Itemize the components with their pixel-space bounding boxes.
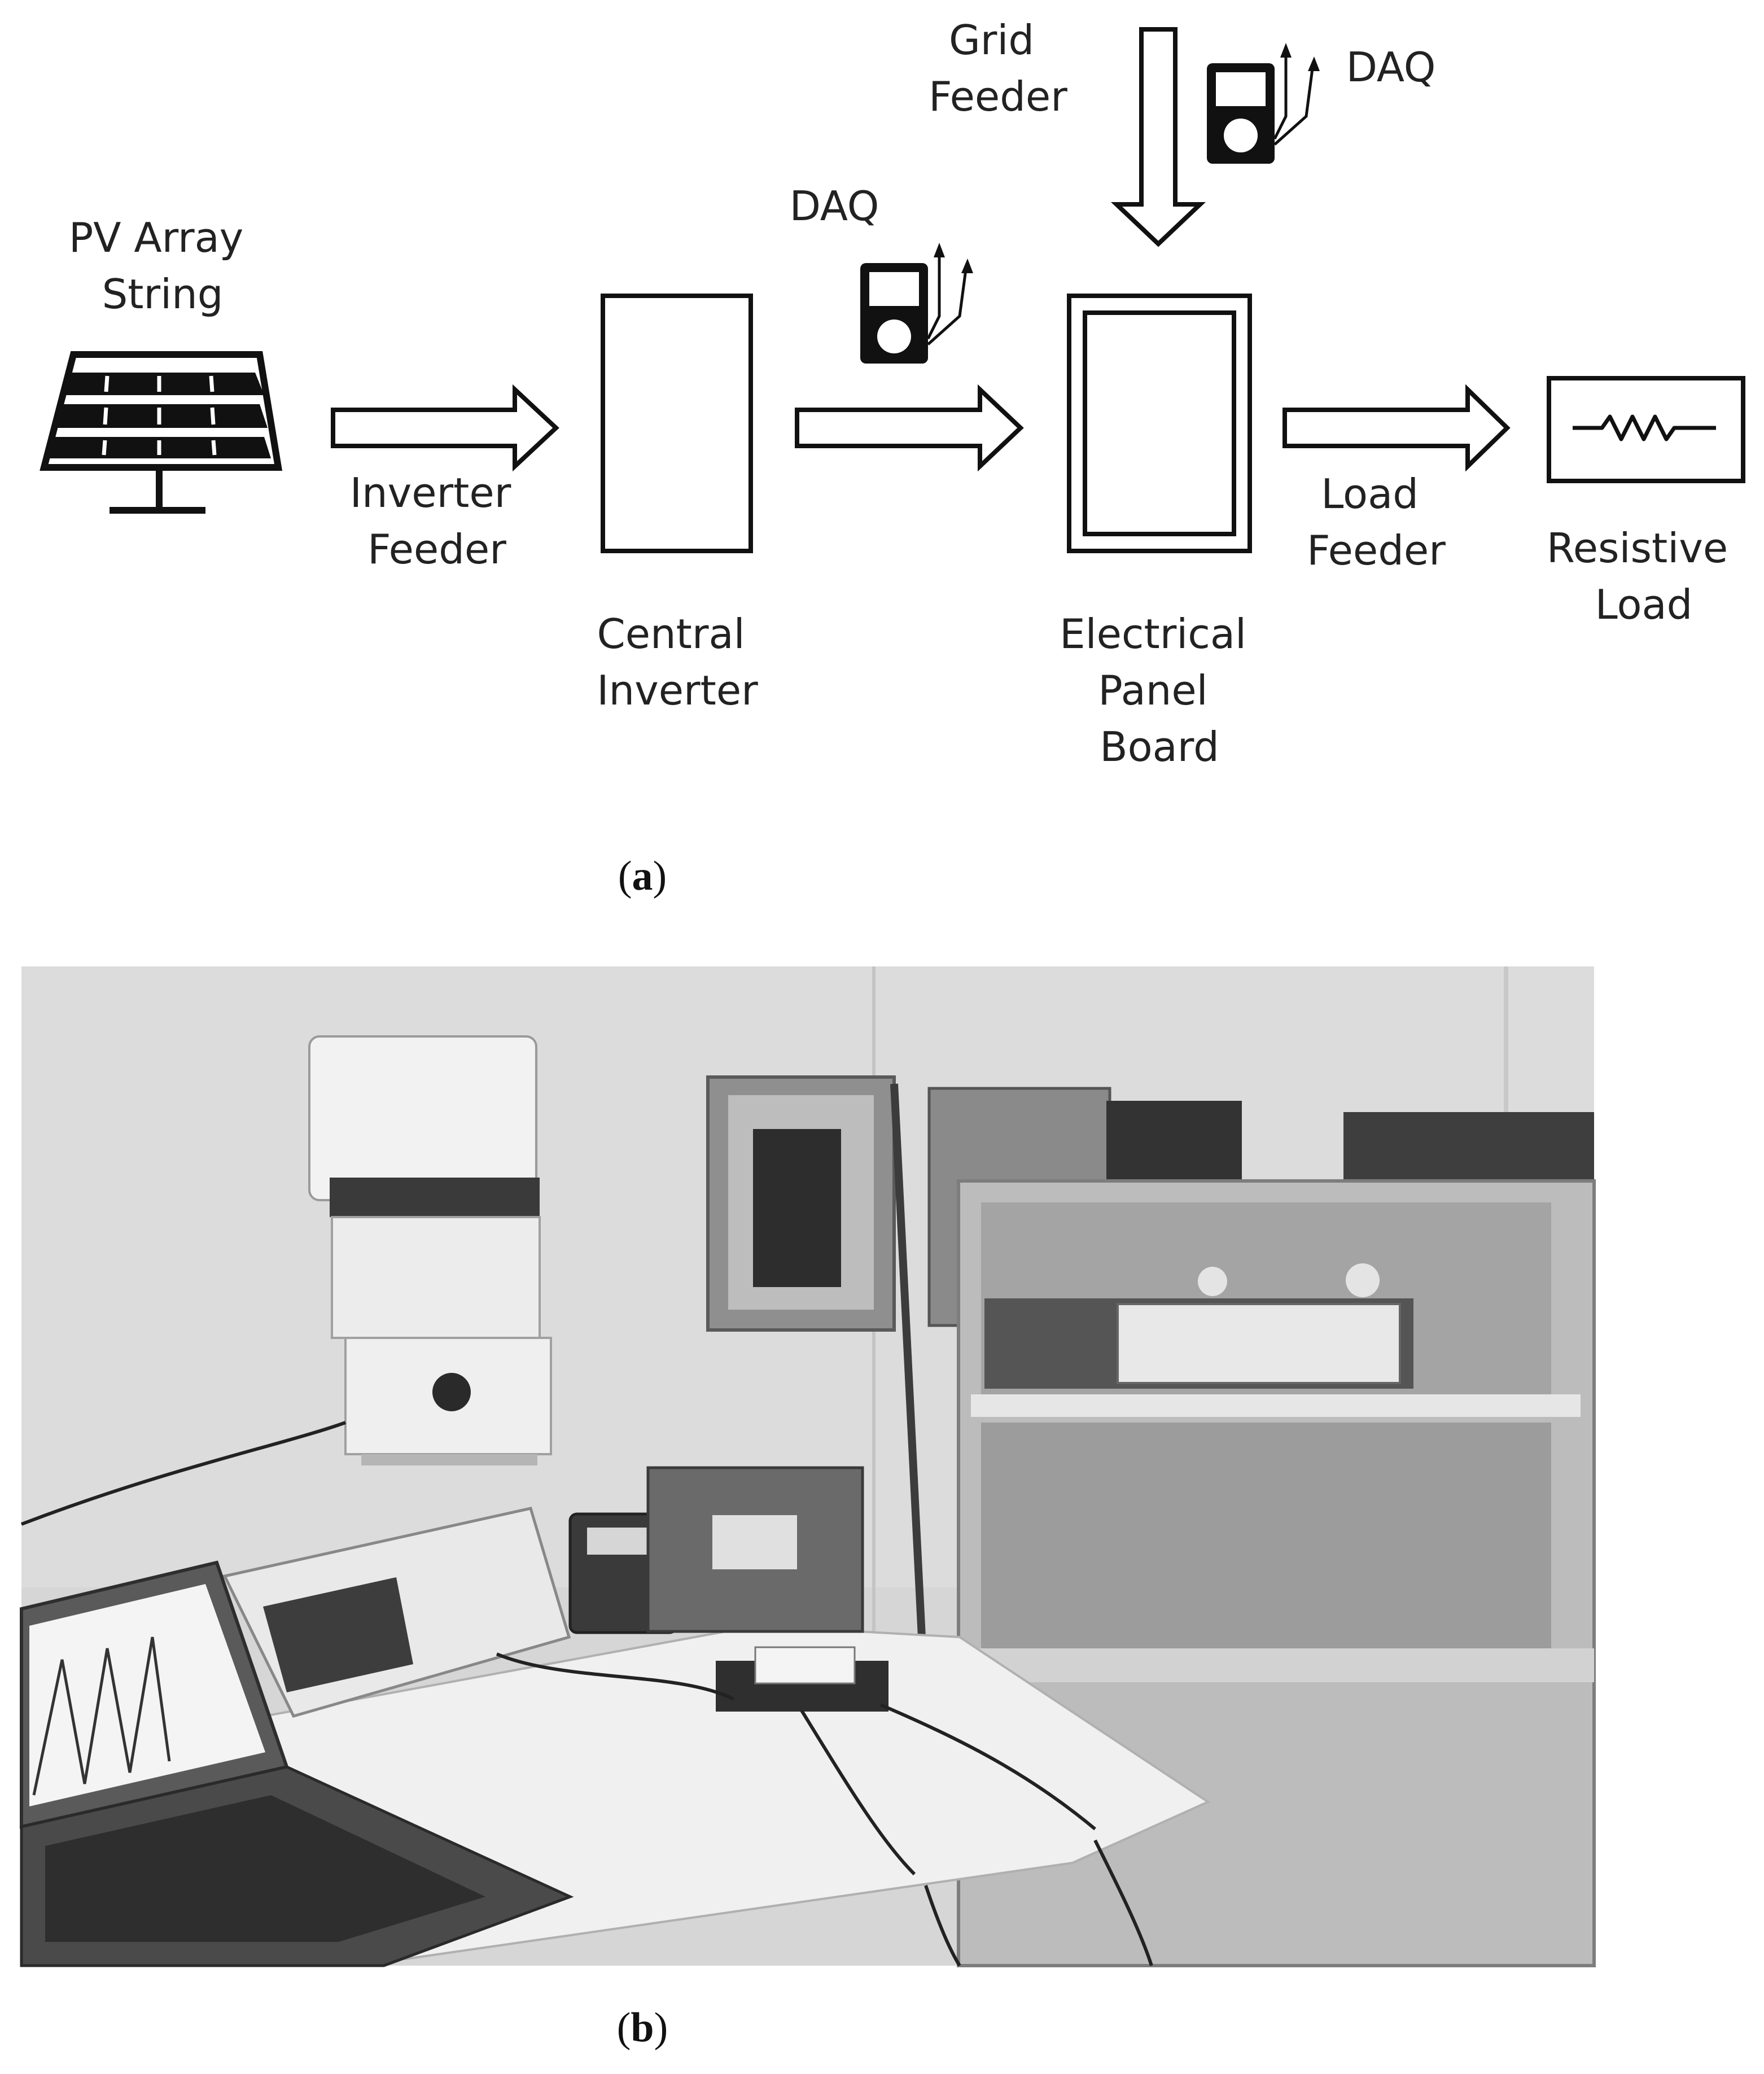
panel-board-inner <box>1083 310 1236 536</box>
inverter-feeder-arrow <box>331 384 559 472</box>
grid-feeder-label: Grid Feeder <box>929 16 1067 120</box>
central-inverter-box <box>601 294 753 553</box>
transformer <box>1106 1101 1242 1185</box>
solar-panel-icon <box>40 351 283 514</box>
cables <box>20 1421 1153 1967</box>
inverter-feeder-label: Inverter Feeder <box>350 469 524 573</box>
block-diagram: PV Array String Inverter Feeder Central … <box>40 16 1745 771</box>
pv-array-line1: PV Array <box>69 214 243 261</box>
resistor-icon <box>1547 376 1745 483</box>
wall-panel-box <box>706 1075 927 1672</box>
grid-feeder-arrow <box>1110 27 1206 247</box>
caption-a: (a) <box>618 853 667 899</box>
inverter-to-panel-arrow <box>795 384 1024 472</box>
power-supply <box>646 1466 864 1633</box>
panel-board-label: Electrical Panel Board <box>1060 610 1259 771</box>
resistive-load-label: Resistive Load <box>1547 524 1741 628</box>
lab-photo <box>20 966 1596 1967</box>
load-feeder-label: Load Feeder <box>1307 470 1446 574</box>
daq-meter-icon <box>1207 43 1320 164</box>
daq-right-label: DAQ <box>1346 43 1436 91</box>
caption-b: (b) <box>617 2005 668 2051</box>
daq-meter-icon <box>860 243 973 364</box>
oscilloscope <box>222 1507 571 1718</box>
pv-array-label: PV Array String <box>69 214 256 318</box>
daq-left-label: DAQ <box>790 182 879 230</box>
central-inverter-label: Central Inverter <box>597 610 758 714</box>
load-feeder-arrow <box>1282 384 1511 472</box>
abb-inverter-unit <box>308 1035 552 1465</box>
pv-array-line2: String <box>102 270 224 318</box>
panel-board-outer <box>1067 294 1252 553</box>
laptop <box>20 1560 574 1967</box>
shelf-equipment <box>1343 1112 1594 1185</box>
